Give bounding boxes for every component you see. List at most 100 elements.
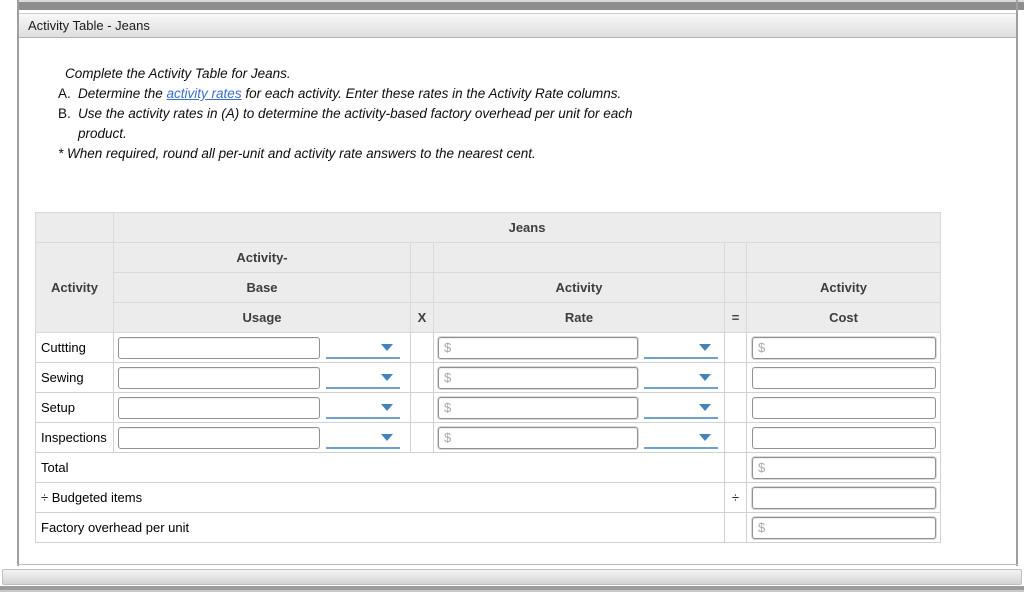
x-cell (410, 362, 434, 393)
rate-input[interactable]: $ (438, 396, 638, 419)
product-header: Jeans (112, 212, 942, 243)
cost-input[interactable] (752, 396, 936, 419)
row-label: Setup (35, 392, 114, 423)
rate-input[interactable]: $ (438, 366, 638, 389)
cost-input[interactable]: $ (752, 336, 936, 359)
usage-unit-dropdown[interactable] (326, 397, 400, 419)
usage-unit-dropdown[interactable] (326, 367, 400, 389)
chevron-down-icon (699, 343, 711, 351)
instruction-note: * When required, round all per-unit and … (58, 146, 536, 161)
row-label: ÷ Budgeted items (35, 482, 725, 513)
bottom-edge (0, 590, 1024, 592)
table-row-budgeted-items: ÷ Budgeted items ÷ (35, 482, 942, 513)
rate-unit-dropdown[interactable] (644, 367, 718, 389)
activity-rates-link[interactable]: activity rates (166, 86, 242, 101)
cost-header-line1: Activity (745, 272, 942, 303)
usage-input[interactable] (118, 426, 320, 449)
eq-cell (724, 332, 747, 363)
table-row-total: Total $ (35, 452, 942, 483)
instructions-block: Complete the Activity Table for Jeans. A… (58, 64, 738, 164)
eq-header-empty (724, 272, 747, 303)
header-row-1: Activity Activity- (35, 242, 942, 333)
x-header-empty (410, 242, 434, 273)
row-label: Factory overhead per unit (35, 512, 725, 543)
table-row-factory-overhead: Factory overhead per unit $ (35, 512, 942, 543)
table-row-cuttting: Cuttting $ $ (35, 332, 942, 363)
chevron-down-icon (699, 403, 711, 411)
usage-header-line1: Activity- (113, 242, 411, 273)
x-cell (410, 422, 434, 453)
cost-input[interactable] (752, 366, 936, 389)
cost-header-line2: Cost (745, 302, 942, 333)
cost-header-empty (745, 242, 942, 273)
rate-header-line1: Activity (433, 272, 725, 303)
cost-input[interactable] (752, 426, 936, 449)
row-label: Sewing (35, 362, 114, 393)
panel-title-bar: Activity Table - Jeans (19, 13, 1016, 38)
eq-cell (724, 362, 747, 393)
table-row-setup: Setup $ (35, 392, 942, 423)
x-header-empty (410, 272, 434, 303)
x-cell (410, 332, 434, 363)
table-row-sewing: Sewing $ (35, 362, 942, 393)
chevron-down-icon (381, 403, 393, 411)
rate-unit-dropdown[interactable] (644, 337, 718, 359)
usage-unit-dropdown[interactable] (326, 427, 400, 449)
eq-cell (724, 392, 747, 423)
usage-input[interactable] (118, 396, 320, 419)
dollar-prefix: $ (444, 400, 452, 415)
panel-bottom-border (17, 564, 1018, 565)
dollar-prefix: $ (758, 460, 766, 475)
panel-right-border (1016, 0, 1018, 566)
chevron-down-icon (381, 433, 393, 441)
usage-unit-dropdown[interactable] (326, 337, 400, 359)
dollar-prefix: $ (444, 340, 452, 355)
header-row-2: Base Activity Activity (36, 272, 942, 303)
chevron-down-icon (699, 373, 711, 381)
chevron-down-icon (381, 373, 393, 381)
x-cell (410, 392, 434, 423)
activity-column-header: Activity (35, 242, 114, 333)
rate-header-line2: Rate (433, 302, 725, 333)
rate-unit-dropdown[interactable] (644, 427, 718, 449)
usage-input[interactable] (118, 336, 320, 359)
operator-cell (724, 452, 747, 483)
activity-table: Jeans Activity Activity- Base Activity A… (35, 212, 942, 543)
operator-cell (724, 512, 747, 543)
rate-header-empty (433, 242, 725, 273)
rate-input[interactable]: $ (438, 426, 638, 449)
dollar-prefix: $ (758, 340, 766, 355)
factory-overhead-input[interactable]: $ (752, 516, 936, 539)
top-divider-bar (19, 2, 1024, 10)
top-light-strip (19, 0, 1024, 2)
item-a-marker: A. (58, 86, 71, 101)
item-a-text: Determine the activity rates for each ac… (78, 86, 622, 101)
row-label: Total (35, 452, 725, 483)
panel-left-border (17, 0, 19, 566)
rate-input[interactable]: $ (438, 336, 638, 359)
eq-cell (724, 422, 747, 453)
item-b-text: Use the activity rates in (A) to determi… (78, 106, 633, 141)
chevron-down-icon (381, 343, 393, 351)
chevron-down-icon (699, 433, 711, 441)
instruction-intro: Complete the Activity Table for Jeans. (65, 66, 291, 81)
row-label: Cuttting (35, 332, 114, 363)
header-row-3: Usage X Rate = Cost (36, 302, 942, 333)
usage-header-line2: Base (113, 272, 411, 303)
table-row-inspections: Inspections $ (35, 422, 942, 453)
total-cost-input[interactable]: $ (752, 456, 936, 479)
multiply-symbol: X (410, 302, 434, 333)
horizontal-scrollbar[interactable] (2, 569, 1022, 585)
dollar-prefix: $ (758, 520, 766, 535)
item-b-marker: B. (58, 106, 71, 121)
usage-input[interactable] (118, 366, 320, 389)
budgeted-items-input[interactable] (752, 486, 936, 509)
panel-title: Activity Table - Jeans (28, 18, 150, 33)
rate-unit-dropdown[interactable] (644, 397, 718, 419)
dollar-prefix: $ (444, 430, 452, 445)
instruction-item-a: A. Determine the activity rates for each… (58, 84, 738, 104)
bottom-divider-bar (0, 586, 1024, 590)
header-row-product: Jeans (35, 212, 942, 243)
row-label: Inspections (35, 422, 114, 453)
eq-header-empty (724, 242, 747, 273)
